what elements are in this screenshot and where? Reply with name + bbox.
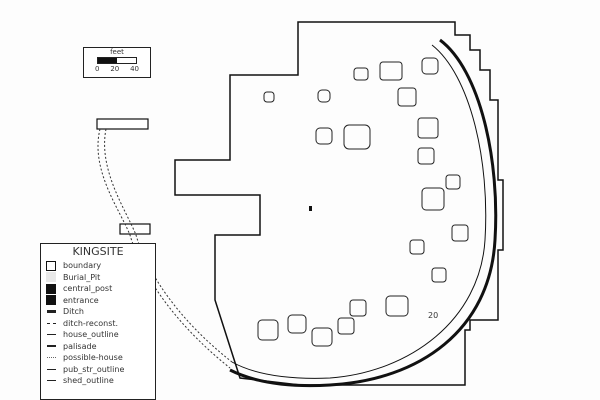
entrance-north	[96, 118, 149, 130]
legend-item-possible-house: possible-house	[41, 352, 155, 364]
scale-tick: 40	[130, 65, 139, 73]
scale-tick: 20	[110, 65, 120, 73]
legend-item-burial-pit: Burial_Pit	[41, 272, 155, 284]
legend-item-ditch-reconst: ditch-reconst.	[41, 318, 155, 330]
scale-bar-graphic	[97, 57, 137, 64]
legend-item-boundary: boundary	[41, 260, 155, 272]
legend-item-ditch: Ditch	[41, 306, 155, 318]
legend-item-house-outline: house_outline	[41, 329, 155, 341]
legend: KINGSITE boundary Burial_Pit central_pos…	[40, 243, 156, 400]
scale-bar: feet 0 20 40	[83, 47, 151, 78]
legend-title: KINGSITE	[72, 245, 124, 258]
scale-unit: feet	[110, 48, 124, 56]
ditch-reconstructed	[97, 128, 233, 369]
ditch	[229, 38, 498, 388]
entrance-south	[119, 223, 151, 235]
palisade	[231, 44, 487, 379]
legend-item-central-post: central_post	[41, 283, 155, 295]
site-boundary	[174, 21, 504, 386]
feature-number: 20	[428, 311, 438, 320]
legend-item-palisade: palisade	[41, 341, 155, 353]
legend-item-entrance: entrance	[41, 295, 155, 307]
scale-tick: 0	[95, 65, 100, 73]
legend-item-shed-outline: shed_outline	[41, 375, 155, 387]
legend-item-pub-str-outline: pub_str_outline	[41, 364, 155, 376]
central-post	[309, 206, 312, 211]
house-outlines	[257, 57, 469, 347]
